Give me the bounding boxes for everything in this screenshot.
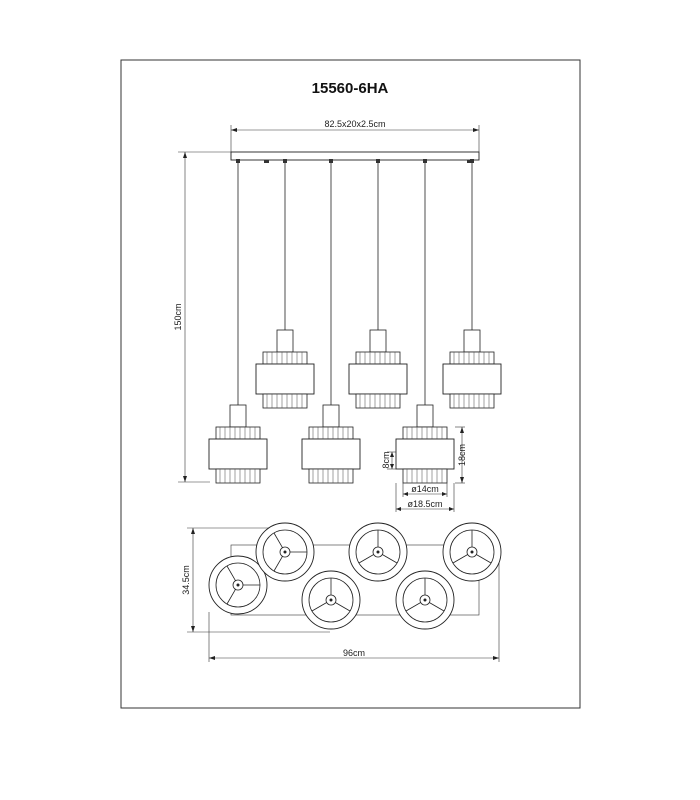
shade-top-view — [395, 570, 455, 630]
pendant-lamp — [301, 404, 361, 484]
pendant-lamp — [395, 404, 455, 484]
pendant-lamp — [208, 404, 268, 484]
top-view: 34.5cm 96cm — [181, 522, 502, 662]
shade-height-label: 18cm — [457, 444, 467, 466]
pendant-lamp — [348, 329, 408, 409]
shade-dimensions: 18cm 8cm ø14cm ø18.5cm — [381, 426, 467, 512]
canopy-bar — [230, 151, 480, 161]
shade-inner-diameter-label: ø14cm — [411, 484, 439, 494]
shade-top-view — [208, 555, 268, 615]
shade-top-view — [255, 522, 315, 582]
front-view: 82.5x20x2.5cm 150cm — [173, 119, 502, 512]
shade-diameter-label: ø18.5cm — [407, 499, 442, 509]
pendant-lamp — [255, 329, 315, 409]
height-dimension: 150cm — [173, 151, 231, 483]
shade-inner-height-label: 8cm — [381, 451, 391, 468]
shade-top-view — [348, 522, 408, 582]
depth-label: 34.5cm — [181, 565, 191, 595]
width-dimension: 96cm — [208, 558, 500, 662]
pendant-cables — [236, 159, 474, 405]
shade-top-view — [442, 522, 502, 582]
pendant-lamp — [442, 329, 502, 409]
canopy-width-label: 82.5x20x2.5cm — [324, 119, 385, 129]
canopy-width-dimension: 82.5x20x2.5cm — [230, 119, 480, 152]
shade-top-view — [301, 570, 361, 630]
model-title: 15560-6HA — [312, 80, 389, 97]
width-label: 96cm — [343, 648, 365, 658]
height-label: 150cm — [173, 303, 183, 330]
drawing-frame — [120, 59, 581, 709]
